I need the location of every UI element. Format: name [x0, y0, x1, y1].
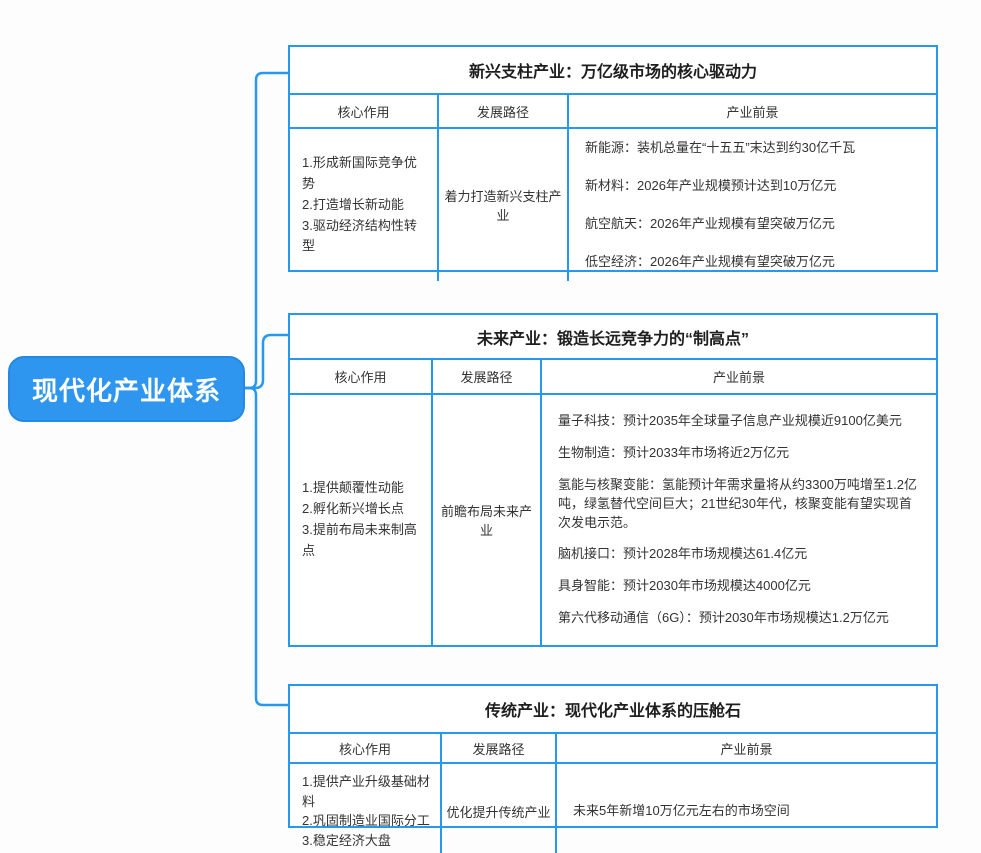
node-table-emerging-industries[interactable]: 新兴支柱产业：万亿级市场的核心驱动力 核心作用 发展路径 产业前景 1.形成新国… [288, 45, 938, 282]
core-role-item: 2.巩固制造业国际分工 [302, 813, 430, 828]
prospect-item: 第六代移动通信（6G）：预计2030年市场规模达1.2万亿元 [558, 610, 889, 626]
node-table-traditional-industries[interactable]: 传统产业：现代化产业体系的压舱石 核心作用 发展路径 产业前景 1.提供产业升级… [288, 684, 938, 853]
core-role-item: 1.提供颠覆性动能 [302, 480, 404, 496]
prospect-item: 生物制造：预计2033年市场将近2万亿元 [558, 444, 790, 460]
connector-future-industries [243, 333, 291, 390]
column-header-dev-path: 发展路径 [433, 360, 542, 393]
prospect-item: 低空经济：2026年产业规模有望突破万亿元 [585, 253, 835, 269]
core-role-item: 3.稳定经济大盘 [302, 832, 391, 848]
column-header-prospects: 产业前景 [726, 104, 779, 120]
prospect-item: 未来5年新增10万亿元左右的市场空间 [573, 802, 790, 818]
core-role-item: 1.形成新国际竞争优势 [302, 155, 417, 191]
prospect-item: 新能源：装机总量在“十五五”末达到约30亿千瓦 [585, 140, 856, 155]
column-header-core-role: 核心作用 [290, 360, 433, 393]
cell-dev-path: 前瞻布局未来产业 [433, 395, 542, 645]
root-node[interactable]: 现代化产业体系 [8, 356, 245, 422]
cell-dev-path: 优化提升传统产业 [442, 764, 557, 853]
column-header-core-role: 核心作用 [290, 95, 439, 127]
prospect-item: 氢能与核聚变能：氢能预计年需求量将从约3300万吨增至1.2亿吨，绿氢替代空间巨… [558, 476, 917, 530]
core-role-item: 2.孵化新兴增长点 [302, 501, 404, 517]
cell-core-roles: 1.提供产业升级基础材料 2.巩固制造业国际分工 3.稳定经济大盘 [290, 764, 442, 853]
table-title: 未来产业：锻造长远竞争力的“制高点” [290, 315, 936, 360]
column-header-prospects: 产业前景 [712, 370, 765, 385]
cell-core-roles: 1.形成新国际竞争优势 2.打造增长新动能 3.驱动经济结构性转型 [290, 129, 439, 282]
prospect-item: 具身智能：预计2030年市场规模达4000亿元 [558, 578, 811, 594]
table-title: 传统产业：现代化产业体系的压舱石 [290, 686, 936, 734]
column-header-dev-path: 发展路径 [442, 734, 557, 762]
node-table-future-industries[interactable]: 未来产业：锻造长远竞争力的“制高点” 核心作用 发展路径 产业前景 1.提供颠覆… [288, 313, 938, 647]
prospect-item: 新材料：2026年产业规模预计达到10万亿元 [585, 177, 837, 193]
cell-prospects: 未来5年新增10万亿元左右的市场空间 [557, 764, 936, 853]
column-header-prospects: 产业前景 [720, 741, 773, 757]
prospect-item: 脑机接口：预计2028年市场规模达61.4亿元 [558, 546, 808, 562]
column-header-core-role: 核心作用 [290, 734, 442, 762]
cell-core-roles: 1.提供颠覆性动能 2.孵化新兴增长点 3.提前布局未来制高点 [290, 395, 433, 645]
cell-prospects: 新能源：装机总量在“十五五”末达到约30亿千瓦 新材料：2026年产业规模预计达… [569, 129, 936, 281]
connector-traditional-industries [243, 386, 291, 707]
root-node-label: 现代化产业体系 [31, 375, 221, 406]
cell-dev-path: 着力打造新兴支柱产业 [439, 129, 569, 282]
column-header-dev-path: 发展路径 [439, 95, 569, 127]
prospect-item: 航空航天：2026年产业规模有望突破万亿元 [585, 215, 835, 231]
core-role-item: 3.提前布局未来制高点 [302, 522, 417, 558]
core-role-item: 2.打造增长新动能 [302, 196, 404, 212]
core-role-item: 1.提供产业升级基础材料 [302, 774, 430, 809]
core-role-item: 3.驱动经济结构性转型 [302, 217, 417, 254]
connector-emerging-industries [243, 71, 291, 390]
table-title: 新兴支柱产业：万亿级市场的核心驱动力 [290, 47, 936, 95]
prospect-item: 量子科技：预计2035年全球量子信息产业规模近9100亿美元 [558, 413, 902, 429]
cell-prospects: 量子科技：预计2035年全球量子信息产业规模近9100亿美元 生物制造：预计20… [542, 395, 936, 645]
